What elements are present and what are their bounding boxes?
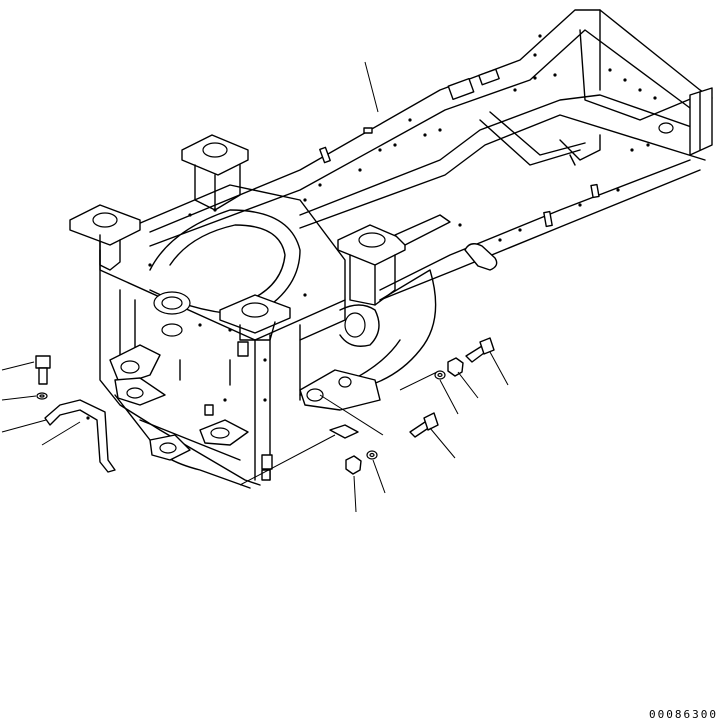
small-plate bbox=[329, 424, 359, 439]
stay-bracket bbox=[44, 399, 116, 473]
washer-icon bbox=[434, 370, 446, 380]
bolt-icon bbox=[35, 355, 51, 385]
nut-icon bbox=[447, 357, 464, 377]
mount-pad-front-left bbox=[69, 204, 141, 271]
lifting-eye bbox=[464, 243, 498, 271]
main-frame bbox=[149, 9, 713, 396]
leader-lines bbox=[1, 61, 509, 513]
rail-holes bbox=[303, 34, 657, 242]
nut-icon bbox=[345, 455, 362, 475]
mount-pad-front-right bbox=[219, 294, 291, 341]
bolt-icon bbox=[465, 337, 495, 363]
bolt-icon bbox=[409, 412, 439, 438]
washer-icon bbox=[366, 450, 378, 460]
mount-pad-rear-right bbox=[337, 214, 451, 306]
washer-icon bbox=[36, 392, 48, 400]
right-hardware bbox=[345, 337, 495, 475]
left-hardware bbox=[35, 355, 116, 473]
rear-hole bbox=[658, 122, 674, 134]
drawing-code: 00086300 bbox=[649, 708, 718, 721]
mount-pad-rear-left bbox=[181, 134, 249, 211]
